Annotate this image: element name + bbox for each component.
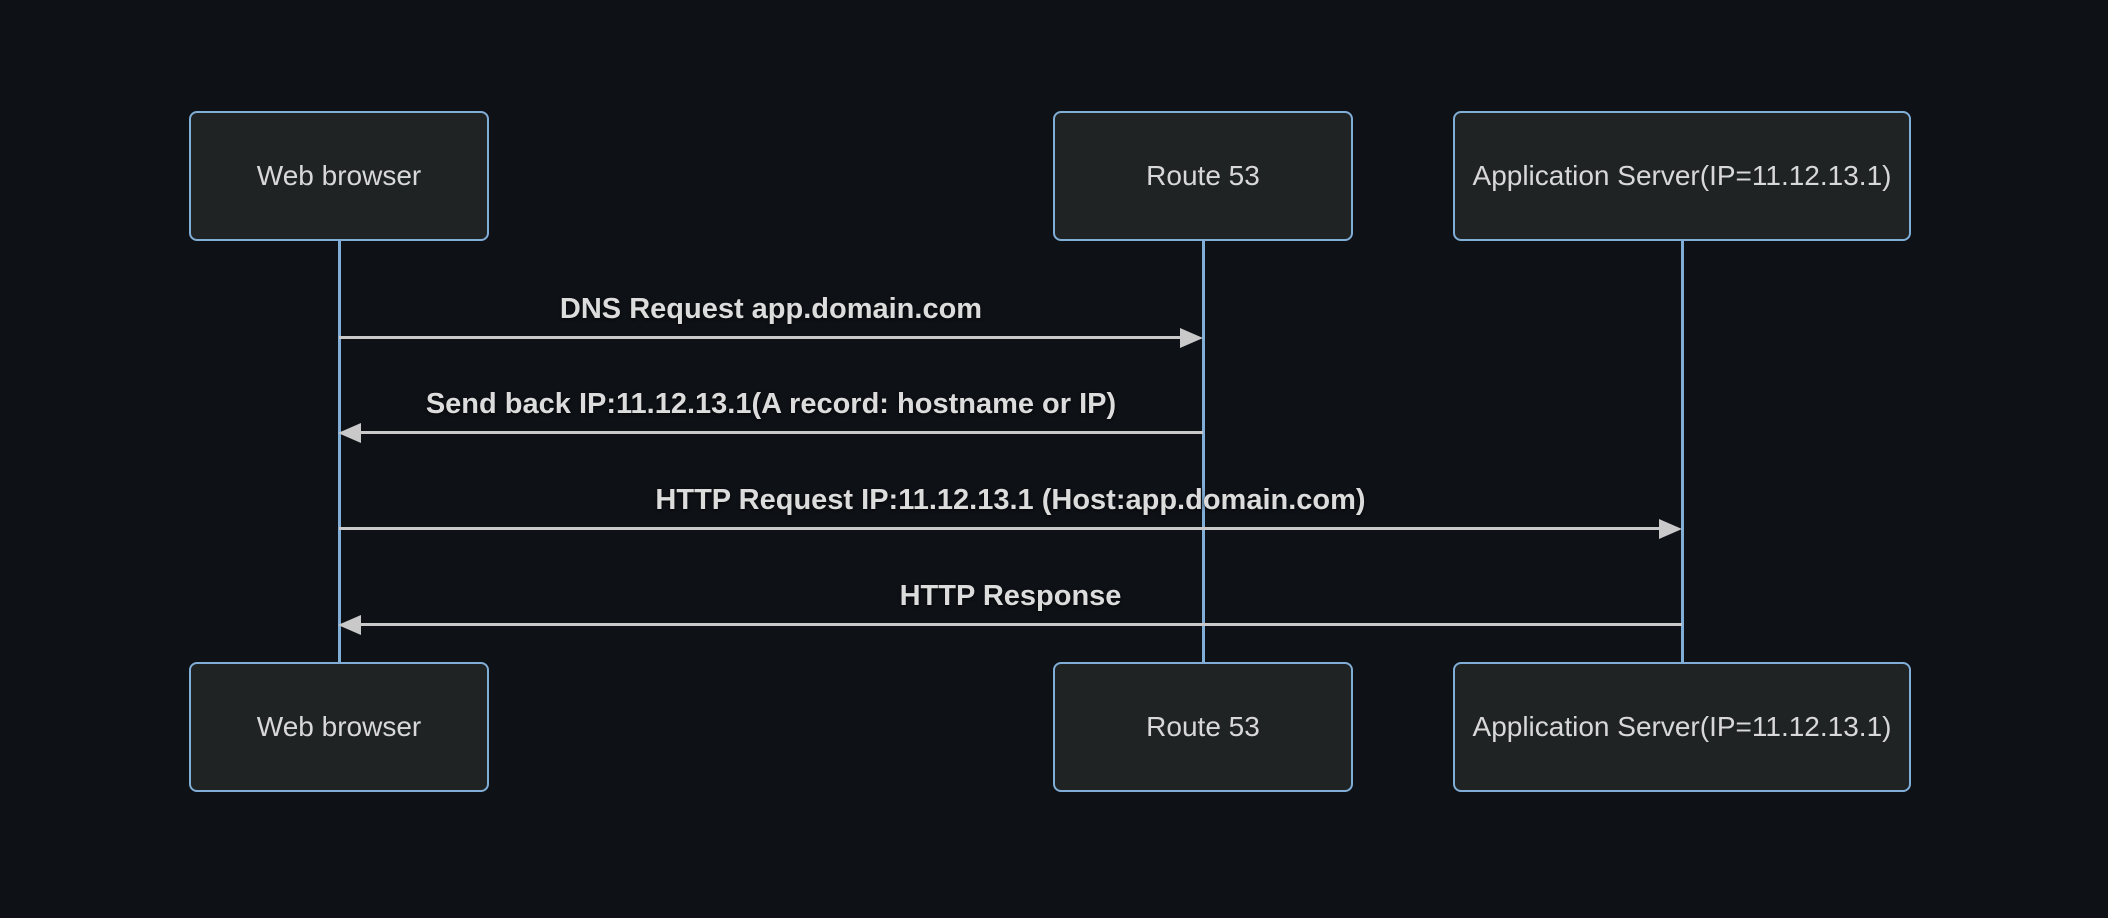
actor-label: Web browser xyxy=(256,711,422,742)
message-line xyxy=(360,431,1203,434)
message-line xyxy=(339,527,1661,530)
message-label: HTTP Response xyxy=(899,580,1122,612)
message-label: DNS Request app.domain.com xyxy=(559,293,983,325)
actor-box-app-server-top: Application Server(IP=11.12.13.1) xyxy=(1453,111,1911,241)
actor-label: Web browser xyxy=(256,160,422,191)
arrowhead-right-icon xyxy=(1659,518,1682,539)
message-label: HTTP Request IP:11.12.13.1 (Host:app.dom… xyxy=(655,484,1366,516)
actor-label: Application Server(IP=11.12.13.1) xyxy=(1472,160,1892,191)
actor-box-route-53-top: Route 53 xyxy=(1053,111,1353,241)
actor-label: Route 53 xyxy=(1146,711,1260,742)
message-line xyxy=(360,623,1682,626)
lifeline-route-53 xyxy=(1201,239,1205,664)
actor-box-web-browser-top: Web browser xyxy=(189,111,489,241)
lifeline-web-browser xyxy=(337,239,341,664)
actor-box-app-server-bottom: Application Server(IP=11.12.13.1) xyxy=(1453,662,1911,792)
arrowhead-left-icon xyxy=(338,422,361,443)
message-line xyxy=(339,336,1182,339)
actor-label: Application Server(IP=11.12.13.1) xyxy=(1472,711,1892,742)
actor-box-web-browser-bottom: Web browser xyxy=(189,662,489,792)
arrowhead-right-icon xyxy=(1180,327,1203,348)
message-label: Send back IP:11.12.13.1(A record: hostna… xyxy=(425,388,1117,420)
lifeline-app-server xyxy=(1680,239,1684,664)
actor-label: Route 53 xyxy=(1146,160,1260,191)
actor-box-route-53-bottom: Route 53 xyxy=(1053,662,1353,792)
arrowhead-left-icon xyxy=(338,614,361,635)
